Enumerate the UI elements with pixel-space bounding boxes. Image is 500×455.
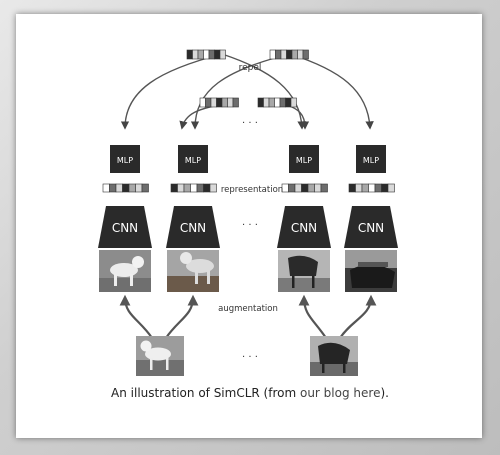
vector-middle-left (199, 97, 239, 108)
svg-text:MLP: MLP (185, 156, 201, 165)
mlp-block-3: MLP (289, 145, 319, 173)
representation-vector-2 (170, 183, 217, 193)
representation-vector-1 (102, 183, 149, 193)
augmented-chair-image-2 (345, 250, 397, 292)
augmented-images (99, 250, 397, 292)
blog-link[interactable]: our blog here (299, 386, 381, 400)
source-chair-image (310, 336, 358, 376)
figure-card (16, 14, 482, 438)
figure-caption: An illustration of SimCLR (from our blog… (0, 386, 500, 400)
cnn-block-1: CNN (98, 206, 152, 248)
aug-arrow-2 (165, 294, 199, 339)
repel-arc-1 (120, 53, 223, 130)
repel-vector-pair-top (186, 49, 309, 60)
ellipsis-middle: · · · (242, 220, 258, 231)
augmentation-arrows (119, 294, 377, 339)
mlp-block-4: MLP (356, 145, 386, 173)
source-dog-image (136, 336, 184, 376)
cnn-block-2: CNN (166, 206, 220, 248)
ellipsis-bottom: · · · (242, 352, 258, 363)
aug-arrow-4 (339, 294, 377, 339)
vector-middle-right (257, 97, 297, 108)
repel-arc-2 (221, 53, 306, 130)
representation-label: representation (221, 185, 283, 195)
repel-arc-4 (289, 53, 374, 130)
svg-text:CNN: CNN (358, 221, 384, 235)
caption-suffix: ). (380, 386, 389, 400)
svg-text:CNN: CNN (291, 221, 317, 235)
svg-text:MLP: MLP (363, 156, 379, 165)
cnn-block-3: CNN (277, 206, 331, 248)
representation-vectors (102, 183, 395, 193)
representation-vector-4 (348, 183, 395, 193)
svg-text:CNN: CNN (180, 221, 206, 235)
augmented-chair-image-1 (278, 250, 330, 292)
aug-arrow-3 (298, 294, 327, 339)
augmented-dog-image-1 (99, 250, 151, 292)
caption-prefix: An illustration of SimCLR (from (111, 386, 300, 400)
source-images (136, 336, 358, 376)
augmentation-label: augmentation (218, 304, 278, 314)
representation-vector-3 (281, 183, 328, 193)
aug-arrow-1 (119, 294, 153, 339)
repel-arc-3 (190, 53, 291, 130)
mlp-block-2: MLP (178, 145, 208, 173)
mlp-block-1: MLP (110, 145, 140, 173)
vector-top-right (269, 49, 309, 60)
mlp-blocks: MLP MLP MLP MLP (110, 145, 386, 173)
augmented-dog-image-2 (167, 250, 219, 292)
ellipsis-top: · · · (242, 118, 258, 129)
svg-text:MLP: MLP (296, 156, 312, 165)
repel-label: repel (239, 63, 262, 73)
cnn-blocks: CNN CNN CNN CNN (98, 206, 398, 248)
vector-top-left (186, 49, 226, 60)
cnn-block-4: CNN (344, 206, 398, 248)
repel-vector-pair-middle (199, 97, 297, 108)
svg-text:MLP: MLP (117, 156, 133, 165)
svg-text:CNN: CNN (112, 221, 138, 235)
